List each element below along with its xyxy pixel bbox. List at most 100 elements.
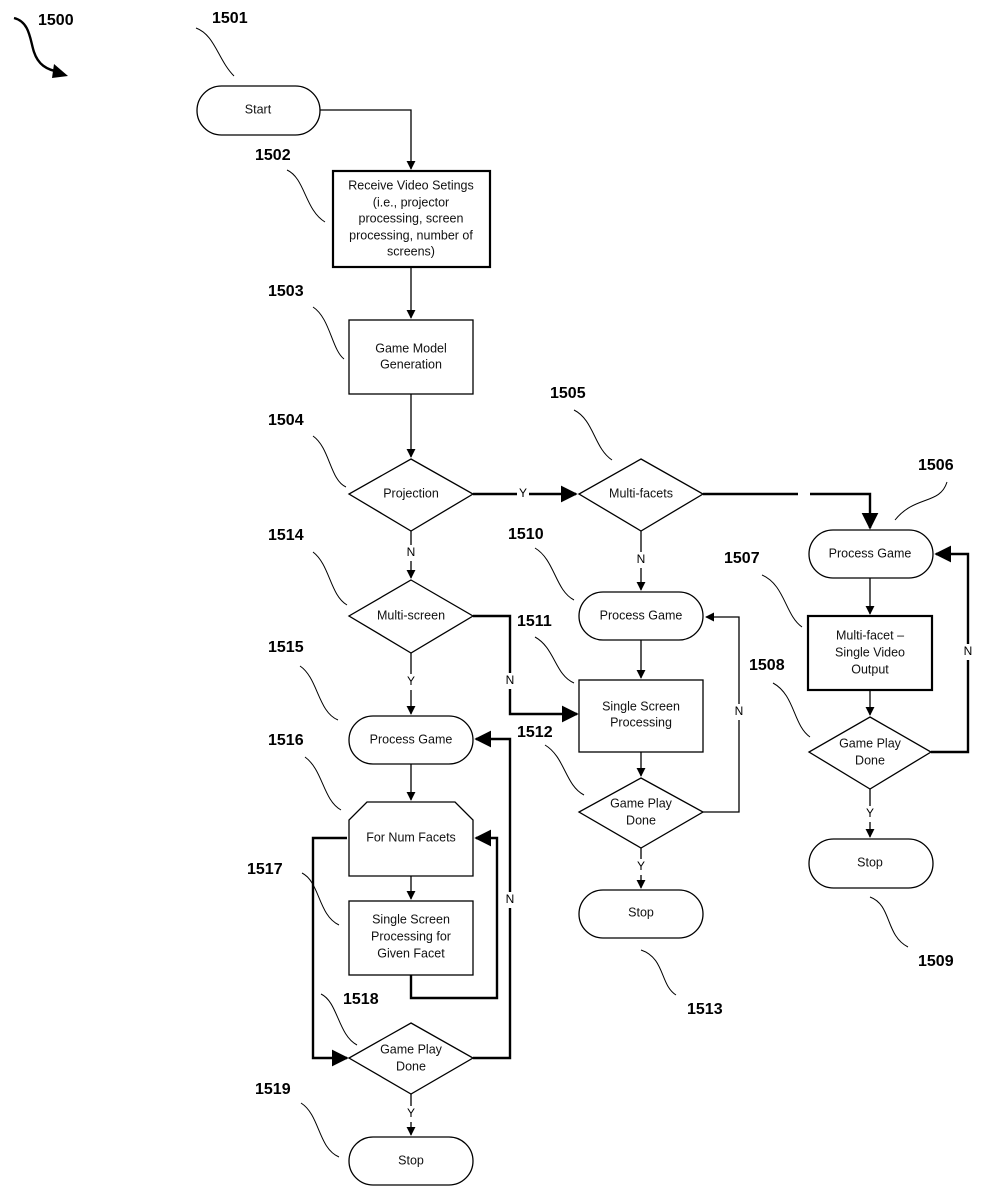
node-for-num-facets-label: For Num Facets (366, 830, 456, 844)
node-for-num-facets: For Num Facets (349, 802, 473, 876)
node-game-play-done-a: Game Play Done (809, 717, 931, 789)
edge-multifacets-yes (703, 494, 870, 528)
node-receive-settings-line: (i.e., projector (373, 195, 449, 209)
leader-1512 (545, 745, 584, 795)
figure-arrow-icon (52, 64, 68, 78)
leader-1511 (535, 637, 574, 683)
node-game-play-done-c: Game Play Done (349, 1023, 473, 1094)
edge-start-to-settings (320, 110, 411, 169)
node-process-game-c-label: Process Game (370, 732, 453, 746)
figure-pointer: 1500 (14, 12, 74, 78)
node-stop-c: Stop (349, 1137, 473, 1185)
node-game-play-done-c-line: Game Play (380, 1042, 443, 1056)
node-multi-facets: Multi-facets (579, 459, 703, 531)
node-game-play-done-b-line: Done (626, 813, 656, 827)
ref-1518: 1518 (343, 991, 379, 1008)
node-multi-facets-label: Multi-facets (609, 486, 673, 500)
node-game-play-done-a-line: Done (855, 753, 885, 767)
node-receive-settings-line: processing, screen (359, 211, 464, 225)
ref-1502: 1502 (255, 147, 291, 164)
ref-1516: 1516 (268, 732, 304, 749)
edge-multiscreen-no (473, 616, 577, 714)
node-game-play-done-c-line: Done (396, 1059, 426, 1073)
ref-1512: 1512 (517, 724, 553, 741)
label-projection-yes: Y (519, 486, 527, 500)
node-receive-settings-line: screens) (387, 244, 435, 258)
node-game-model-line: Game Model (375, 341, 447, 355)
ref-1515: 1515 (268, 639, 304, 656)
ref-1504: 1504 (268, 412, 304, 429)
node-single-screen-line: Single Screen (602, 699, 680, 713)
node-game-model-line: Generation (380, 357, 442, 371)
node-process-game-b-label: Process Game (600, 608, 683, 622)
leader-1510 (535, 548, 574, 600)
ref-1501: 1501 (212, 10, 248, 27)
node-process-game-c: Process Game (349, 716, 473, 764)
leader-1513 (641, 950, 676, 995)
label-doneB-yes: Y (637, 859, 645, 873)
leader-1507 (762, 575, 802, 627)
node-multi-screen: Multi-screen (349, 580, 473, 653)
node-single-screen-facet-line: Single Screen (372, 912, 450, 926)
node-multi-screen-label: Multi-screen (377, 608, 445, 622)
node-game-play-done-a-line: Game Play (839, 736, 902, 750)
label-doneC-no: N (506, 892, 515, 906)
node-stop-b: Stop (579, 890, 703, 938)
node-single-screen-facet: Single Screen Processing for Given Facet (349, 901, 473, 975)
ref-1519: 1519 (255, 1081, 291, 1098)
node-projection: Projection (349, 459, 473, 531)
label-doneA-no: N (964, 644, 973, 658)
node-multi-facet-output-line: Single Video (835, 645, 905, 659)
node-game-play-done-b-line: Game Play (610, 796, 673, 810)
ref-1514: 1514 (268, 527, 304, 544)
ref-1506: 1506 (918, 457, 954, 474)
leader-1505 (574, 410, 612, 460)
leader-1517 (302, 873, 339, 925)
node-game-model: Game Model Generation (349, 320, 473, 394)
label-doneA-yes: Y (866, 806, 874, 820)
node-process-game-b: Process Game (579, 592, 703, 640)
leader-1514 (313, 552, 347, 605)
ref-1507: 1507 (724, 550, 760, 567)
node-multi-facet-output-line: Multi-facet – (836, 628, 904, 642)
node-stop-c-label: Stop (398, 1153, 424, 1167)
leader-1501 (196, 28, 234, 76)
ref-1500: 1500 (38, 12, 74, 29)
node-stop-a: Stop (809, 839, 933, 888)
leader-1502 (287, 170, 325, 222)
ref-1510: 1510 (508, 526, 544, 543)
node-game-play-done-b: Game Play Done (579, 778, 703, 848)
label-doneB-no: N (735, 704, 744, 718)
leader-1509 (870, 897, 908, 947)
node-stop-b-label: Stop (628, 905, 654, 919)
reference-numerals: 1501 1502 1503 1504 1505 1506 1507 1508 … (196, 10, 954, 1157)
node-process-game-a-label: Process Game (829, 546, 912, 560)
node-projection-label: Projection (383, 486, 439, 500)
ref-1513: 1513 (687, 1001, 723, 1018)
node-receive-settings-line: processing, number of (349, 228, 473, 242)
ref-1509: 1509 (918, 953, 954, 970)
node-receive-settings-line: Receive Video Setings (348, 178, 474, 192)
node-single-screen-facet-line: Processing for (371, 929, 451, 943)
leader-1519 (301, 1103, 339, 1157)
node-process-game-a: Process Game (809, 530, 933, 578)
node-single-screen-line: Processing (610, 715, 672, 729)
node-multi-facet-output-line: Output (851, 662, 889, 676)
label-multifacets-no: N (637, 552, 646, 566)
node-multi-facet-output: Multi-facet – Single Video Output (808, 616, 932, 690)
edge-for-exit (313, 838, 347, 1058)
node-start: Start (197, 86, 320, 135)
ref-1503: 1503 (268, 283, 304, 300)
leader-1516 (305, 757, 341, 810)
node-stop-a-label: Stop (857, 855, 883, 869)
node-single-screen: Single Screen Processing (579, 680, 703, 752)
ref-1508: 1508 (749, 657, 785, 674)
leader-1506 (895, 482, 947, 520)
leader-1503 (313, 307, 344, 359)
node-single-screen-facet-line: Given Facet (377, 946, 445, 960)
ref-1517: 1517 (247, 861, 283, 878)
ref-1505: 1505 (550, 385, 586, 402)
leader-1515 (300, 666, 338, 720)
leader-1508 (773, 683, 810, 737)
